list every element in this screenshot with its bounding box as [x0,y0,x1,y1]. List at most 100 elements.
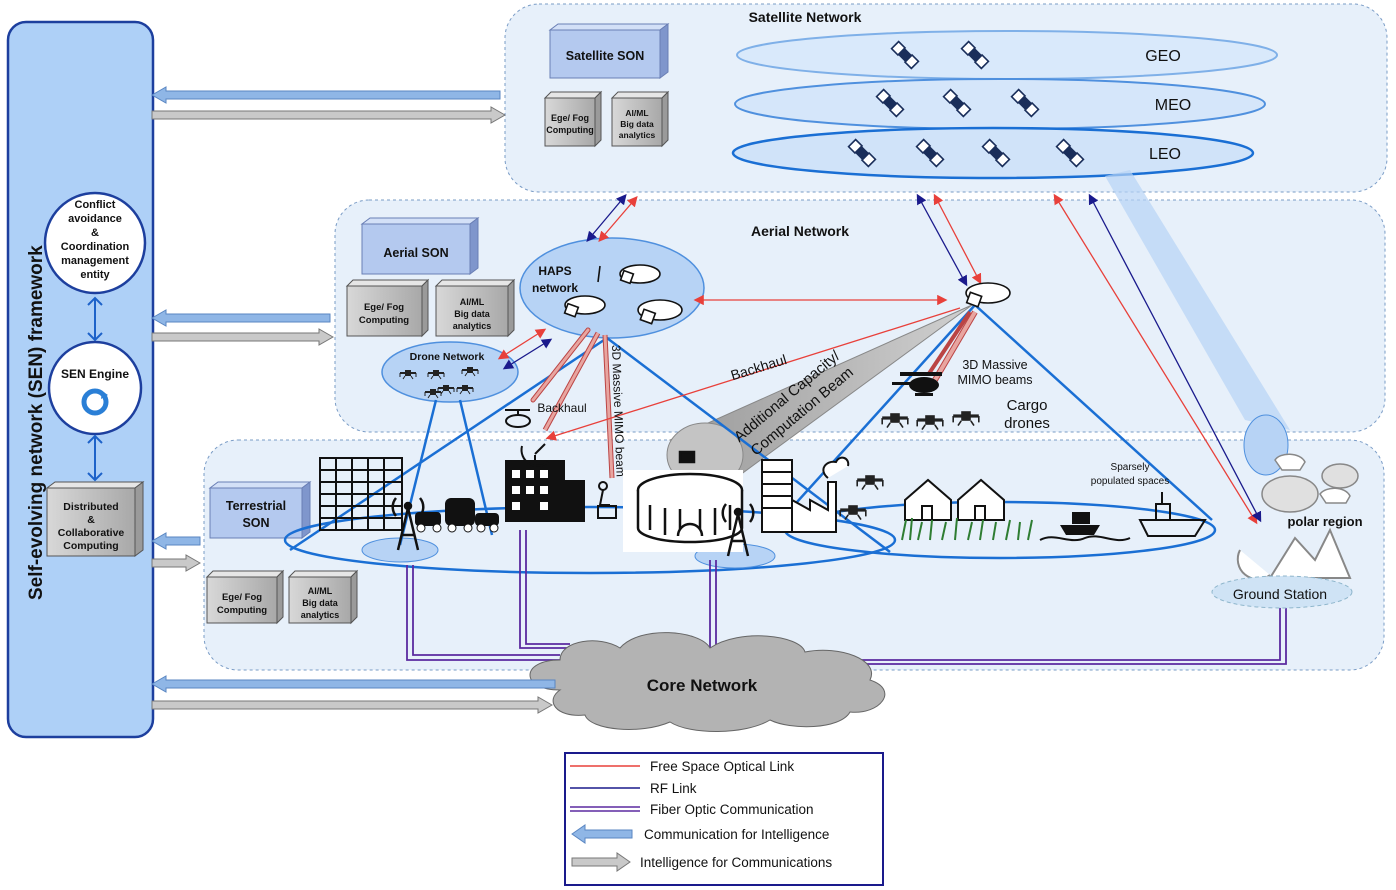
satellite-title: Satellite Network [749,9,862,25]
legend-swatch-intel-comm [571,852,631,872]
satellite-edge-line-1: Ege/ Fog [551,113,589,123]
airship-icon [597,264,661,285]
cargo-helicopter-icon [892,372,942,396]
drone-icon [881,413,909,429]
ground-station-ellipse [1211,575,1353,609]
aerial-edge-line-2: Computing [359,315,409,326]
cars-icon [415,498,499,533]
cargo-line-2: drones [1004,415,1050,432]
stadium-icon [623,450,744,552]
drone-icon [456,385,474,395]
fiber-links [406,530,1287,665]
legend-label-fiber: Fiber Optic Communication [650,802,814,817]
conflict-line-4: Coordination [61,241,130,253]
satellite-edge-cube: Ege/ Fog Computing [543,90,603,148]
conflict-line-1: Conflict [75,199,116,211]
boat-icon [1039,512,1131,542]
legend-label-fso: Free Space Optical Link [650,759,794,774]
intel-for-comm-arrow [151,696,554,714]
grass-icon [901,517,1033,541]
person-with-laptop-icon [597,481,617,519]
ground-station-icon [1236,527,1352,581]
satellite-edge-line-2: Computing [546,125,594,135]
ground-station-label: Ground Station [1233,586,1327,602]
satellite-son-label: Satellite SON [566,49,645,63]
terrestrial-edge-cube: Ege/ Fog Computing [205,569,285,625]
terrestrial-aiml-line-1: AI/ML [308,586,333,596]
satellite-icon [915,138,945,168]
sen-engine-circle [47,340,143,436]
core-network-label: Core Network [647,676,758,695]
office-building-icon [505,460,585,522]
leo-label: LEO [1149,146,1181,163]
factory-icon [761,456,850,533]
satellite-icon [942,88,972,118]
drone-icons [399,367,980,521]
core-network-cloud: Core Network [529,632,886,732]
comm-for-intel-arrow [150,675,556,693]
drone-icon [461,367,479,377]
sparse-label-2: populated spaces [1091,476,1169,487]
skyscraper-icon [319,457,403,531]
ship-icon [1138,492,1207,537]
satellite-aiml-line-3: analytics [619,130,656,140]
cargo-line-1: Cargo [1007,397,1048,414]
drone-network-label: Drone Network [410,351,485,363]
airship-icon [563,295,606,318]
polar-region-label: polar region [1287,514,1362,529]
drone-icon [399,370,417,380]
mimo-beam-label: 3D Massive MIMO beam [609,345,628,477]
aerial-aiml-cube: AI/ML Big data analytics [434,278,516,338]
cell-tower-icon [721,503,755,557]
satellite-dish-icon [520,443,549,470]
drone-icon [916,415,944,431]
drone-network-ellipse [381,341,519,403]
mimo-beams-line-1: 3D Massive [962,358,1027,372]
satellite-network-panel: Satellite Network Satellite SON Ege/ Fog… [504,3,1388,193]
helicopter-icon [505,409,531,428]
satellite-icon [981,138,1011,168]
satellite-icon [875,88,905,118]
haps-label-1: HAPS [538,264,571,278]
terrestrial-edge-line-2: Computing [217,605,267,616]
houses-icon [904,478,1005,521]
aerial-network-panel: Aerial Network Aerial SON Ege/ Fog Compu… [334,199,1386,433]
satellite-icon [1010,88,1040,118]
fso-backhaul-link [545,307,961,441]
distributed-computing-cube: Distributed & Collaborative Computing [45,481,145,557]
terrestrial-aiml-cube: AI/ML Big data analytics [287,569,359,625]
terrestrial-aiml-line-2: Big data [302,598,338,608]
sparse-label-1: Sparsely [1111,462,1150,473]
mimo-beams-line-2: MIMO beams [957,373,1032,387]
aerial-title: Aerial Network [751,223,849,239]
comm-for-intel-arrow [150,86,501,104]
conflict-line-5: management [61,255,129,267]
aerial-aiml-line-2: Big data [454,309,490,319]
aerial-son-label: Aerial SON [383,246,448,260]
satellite-icon [890,40,920,70]
conflict-line-6: entity [80,269,110,281]
aerial-son-box: Aerial SON [360,217,480,275]
terrestrial-son-box: Terrestrial SON [208,481,312,539]
distributed-line-2: & [87,514,95,526]
conflict-entity-circle [43,191,147,295]
terrestrial-son-line-2: SON [242,516,269,530]
drone-icon [856,475,884,491]
sen-framework-panel: Self-evolving network (SEN) framework Co… [6,20,155,739]
terrestrial-edge-line-1: Ege/ Fog [222,592,262,603]
polar-icons [1261,453,1359,513]
drone-icon [952,411,980,427]
airship-icon [637,299,683,325]
intel-for-comm-arrow [151,328,335,346]
conflict-line-2: avoidance [68,213,122,225]
satellite-son-box: Satellite SON [548,23,670,79]
satellite-icon [847,138,877,168]
sen-engine-label: SEN Engine [61,367,129,381]
urban-coverage-ellipse [283,505,897,575]
double-arrow-bottom [87,434,103,482]
rf-link-haps-drone [502,338,553,370]
comm-for-intel-arrow [150,309,331,327]
satellite-icon [960,40,990,70]
aerial-aiml-line-3: analytics [453,321,492,331]
